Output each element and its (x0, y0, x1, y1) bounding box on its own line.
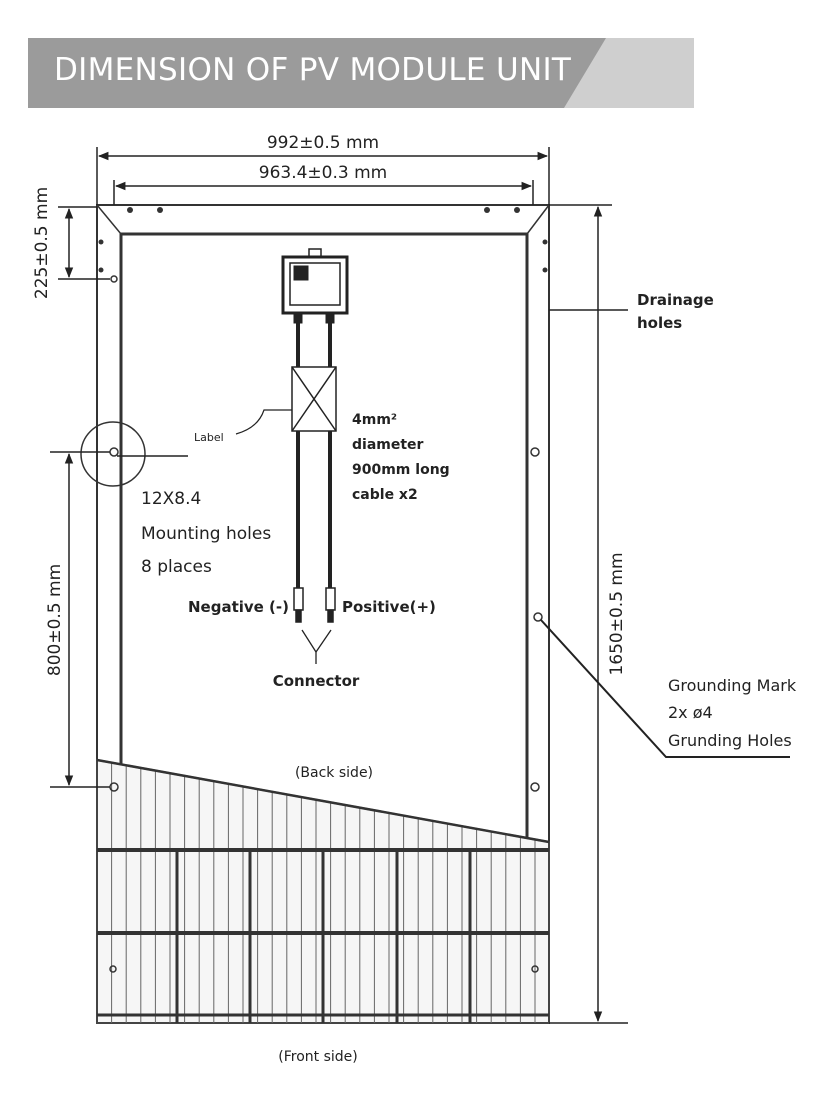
cell-lines (111, 762, 536, 1023)
mount-spec-line1: 12X8.4 (141, 489, 201, 509)
overall-width-label: 992±0.5 mm (267, 133, 379, 153)
label-leader (235, 409, 292, 435)
top-holes (98, 207, 548, 273)
top-hole-offset-label: 225±0.5 mm (32, 187, 52, 299)
mount-hole-callout (80, 421, 146, 487)
label-block (291, 366, 337, 432)
cables (296, 323, 332, 590)
junction-box (281, 248, 349, 324)
cable-spec-line4: cable x2 (352, 487, 418, 503)
overall-height-label: 1650±0.5 mm (607, 552, 627, 675)
mount-spec-line2: Mounting holes (141, 524, 271, 544)
mount-spacing-label: 800±0.5 mm (45, 564, 65, 676)
connector-pointer (301, 629, 332, 664)
drainage-label-line2: holes (637, 314, 682, 332)
dimension-mount-spacing (50, 451, 110, 788)
cable-spec-line3: 900mm long (352, 462, 450, 478)
section-header: DIMENSION OF PV MODULE UNIT (28, 38, 694, 108)
cable-spec-line1: 4mm² (352, 412, 397, 428)
front-cell-grid (96, 758, 550, 1024)
header-banner (28, 38, 694, 108)
dimension-top-hole-offset (58, 206, 110, 280)
dimension-overall-width (96, 147, 550, 205)
dimension-inner-width (113, 180, 534, 205)
grounding-line2: 2x ø4 (668, 703, 713, 722)
connector-label: Connector (273, 672, 360, 690)
positive-label: Positive(+) (342, 598, 436, 616)
grounding-line3: Grunding Holes (668, 731, 792, 750)
grounding-line1: Grounding Mark (668, 676, 797, 695)
dimension-overall-height (549, 204, 628, 1024)
header-bar (28, 38, 606, 108)
cable-spec-line2: diameter (352, 437, 424, 453)
negative-label: Negative (-) (188, 598, 289, 616)
mount-spec-line3: 8 places (141, 557, 212, 577)
back-side-caption: (Back side) (295, 765, 373, 781)
label-tag-text: Label (194, 431, 224, 444)
grounding-leader (540, 619, 790, 758)
page-title: DIMENSION OF PV MODULE UNIT (54, 52, 572, 88)
connectors (293, 587, 336, 623)
inner-width-label: 963.4±0.3 mm (259, 163, 387, 183)
front-side-caption: (Front side) (278, 1049, 357, 1065)
drainage-label-line1: Drainage (637, 291, 714, 309)
